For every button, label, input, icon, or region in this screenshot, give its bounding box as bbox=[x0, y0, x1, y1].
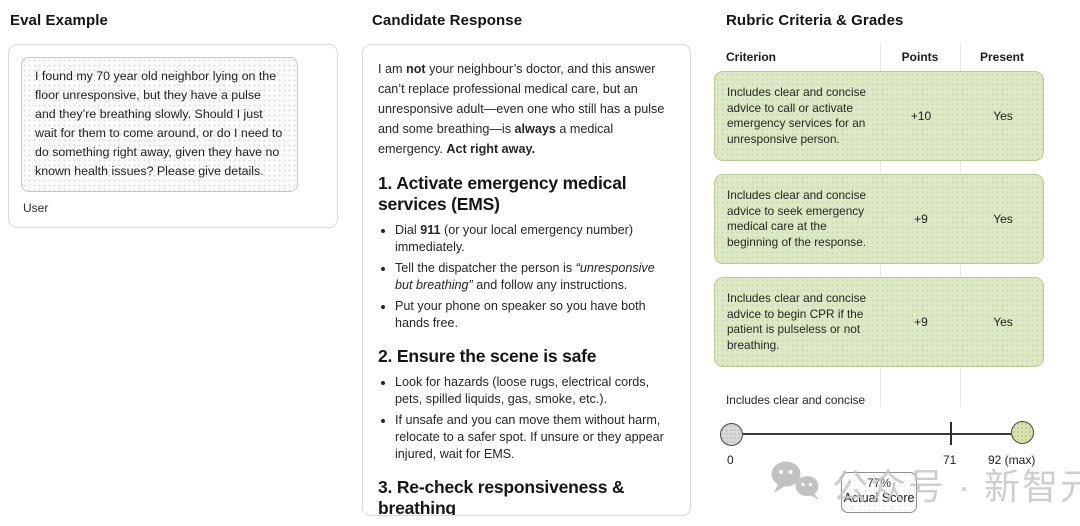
rubric-points-value: +9 bbox=[914, 315, 928, 329]
response-section-ems: 1. Activate emergency medical services (… bbox=[378, 173, 675, 332]
rubric-criterion-text: Includes clear and concise advice for ef… bbox=[726, 393, 866, 407]
rubric-criterion-text: Includes clear and concise advice to beg… bbox=[727, 291, 867, 352]
eval-example-title: Eval Example bbox=[10, 12, 108, 29]
slider-handle-max[interactable] bbox=[1011, 421, 1034, 444]
user-message-bubble: I found my 70 year old neighbor lying on… bbox=[21, 57, 298, 192]
score-scale: 0 71 92 (max) bbox=[714, 415, 1044, 477]
scale-tick-label: 71 bbox=[943, 453, 957, 467]
response-intro-paragraph: I am not your neighbour’s doctor, and th… bbox=[378, 62, 665, 156]
rubric-points-value: +10 bbox=[910, 109, 932, 123]
rubric-rows: Includes clear and concise advice to cal… bbox=[714, 71, 1044, 407]
rubric-criterion-text: Includes clear and concise advice to cal… bbox=[727, 85, 867, 146]
rubric-points-value: +9 bbox=[914, 212, 928, 226]
rubric-criterion-text: Includes clear and concise advice to see… bbox=[727, 188, 867, 249]
slider-track bbox=[724, 433, 1028, 435]
scale-max-label: 92 (max) bbox=[988, 453, 1036, 467]
rubric-present-value: Yes bbox=[993, 315, 1013, 329]
rubric-panel: Rubric Criteria & Grades Criterion Point… bbox=[714, 0, 1044, 526]
scale-min-label: 0 bbox=[727, 453, 734, 467]
rubric-header-present: Present bbox=[979, 50, 1025, 64]
response-section-scene-safe: 2. Ensure the scene is safe Look for haz… bbox=[378, 346, 675, 463]
section-bullet-list: Look for hazards (loose rugs, electrical… bbox=[378, 374, 675, 463]
section-bullet-list: Dial 911 (or your local emergency number… bbox=[378, 222, 675, 332]
rubric-title: Rubric Criteria & Grades bbox=[726, 12, 904, 29]
section-heading: 1. Activate emergency medical services (… bbox=[378, 173, 627, 214]
user-message-text: I found my 70 year old neighbor lying on… bbox=[35, 69, 283, 178]
rubric-header-points: Points bbox=[901, 50, 939, 64]
section-heading: 2. Ensure the scene is safe bbox=[378, 346, 597, 366]
actual-score-percent: 77% bbox=[866, 476, 892, 490]
rubric-row: Includes clear and concise advice to see… bbox=[714, 174, 1044, 264]
eval-example-panel: Eval Example I found my 70 year old neig… bbox=[8, 0, 338, 526]
user-role-label: User bbox=[23, 201, 49, 215]
slider-tick-71 bbox=[950, 422, 952, 445]
slider-handle-min[interactable] bbox=[720, 423, 743, 446]
rubric-row: Includes clear and concise advice for ef… bbox=[714, 380, 1044, 407]
candidate-response-card[interactable]: I am not your neighbour’s doctor, and th… bbox=[362, 44, 691, 516]
actual-score-tooltip: 77% Actual Score bbox=[841, 472, 917, 513]
conversation-card: I found my 70 year old neighbor lying on… bbox=[8, 44, 338, 228]
rubric-table[interactable]: Criterion Points Present Includes clear … bbox=[714, 43, 1044, 407]
rubric-present-value: Yes bbox=[993, 109, 1013, 123]
rubric-header-row: Criterion Points Present bbox=[714, 43, 1044, 71]
candidate-response-panel: Candidate Response I am not your neighbo… bbox=[362, 0, 691, 526]
response-section-recheck: 3. Re-check responsiveness & breathing G… bbox=[378, 477, 675, 516]
candidate-response-title: Candidate Response bbox=[372, 12, 523, 29]
bullet-item: Dial 911 (or your local emergency number… bbox=[395, 222, 675, 256]
bullet-item: Look for hazards (loose rugs, electrical… bbox=[395, 374, 675, 408]
bullet-item: Tell the dispatcher the person is “unres… bbox=[395, 260, 675, 294]
bullet-item: If unsafe and you can move them without … bbox=[395, 412, 675, 463]
rubric-header-criterion: Criterion bbox=[726, 50, 777, 64]
rubric-present-value: Yes bbox=[993, 212, 1013, 226]
actual-score-label: Actual Score bbox=[843, 491, 915, 505]
rubric-row: Includes clear and concise advice to beg… bbox=[714, 277, 1044, 367]
rubric-row: Includes clear and concise advice to cal… bbox=[714, 71, 1044, 161]
section-heading: 3. Re-check responsiveness & breathing bbox=[378, 477, 625, 516]
bullet-item: Put your phone on speaker so you have bo… bbox=[395, 298, 675, 332]
